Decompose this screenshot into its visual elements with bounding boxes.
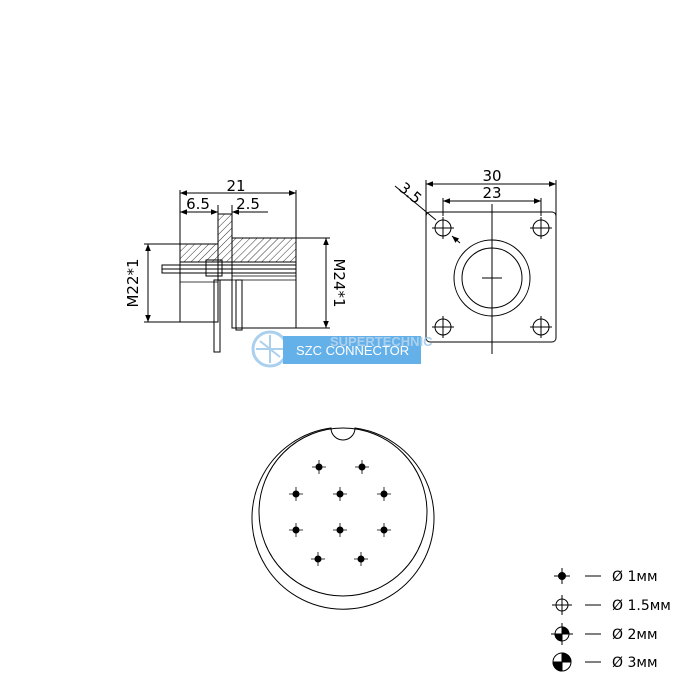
dim-b-label: 2.5 bbox=[236, 195, 260, 213]
side-view bbox=[144, 190, 330, 353]
flange-outline bbox=[425, 211, 557, 343]
pin-1mm-icon bbox=[377, 487, 391, 501]
legend-row-1_5mm bbox=[552, 595, 601, 615]
solder-tail bbox=[213, 279, 221, 353]
insert-inner-circle bbox=[258, 427, 428, 597]
watermark-banner bbox=[283, 336, 421, 364]
dim-overall-label: 21 bbox=[226, 177, 245, 195]
hole-leader-arrow bbox=[451, 235, 461, 244]
legend-row-3mm bbox=[552, 652, 601, 672]
watermark-ghost-text: SUPERTECHNIC bbox=[330, 334, 433, 349]
pin-1mm-icon bbox=[333, 523, 347, 537]
mounting-holes bbox=[432, 217, 552, 338]
flange-view bbox=[394, 180, 557, 354]
pin-1mm-icon bbox=[355, 460, 369, 474]
hole-crosshairs bbox=[432, 217, 552, 338]
pin-1mm-icon bbox=[354, 552, 368, 566]
watermark-text: SZC CONNECTOR bbox=[296, 343, 409, 358]
dim-hole-dia-label: 3.5 bbox=[395, 179, 425, 208]
legend bbox=[551, 568, 601, 672]
thread-marks bbox=[180, 275, 296, 283]
pin-collar bbox=[205, 259, 223, 277]
solder-tail bbox=[235, 279, 243, 331]
thread-right-label: M24*1 bbox=[330, 258, 348, 307]
dim-a-label: 6.5 bbox=[186, 195, 210, 213]
legend-label-3mm: Ø 3мм bbox=[612, 655, 658, 671]
pins bbox=[289, 460, 391, 566]
dim-holes-label: 23 bbox=[482, 184, 501, 202]
flange-section-hatch bbox=[217, 213, 233, 263]
pin-1mm-icon bbox=[377, 523, 391, 537]
rear-section-hatch bbox=[179, 243, 219, 263]
dim-outer-label: 30 bbox=[482, 167, 501, 185]
watermark: SUPERTECHNIC SZC CONNECTOR bbox=[251, 330, 433, 368]
pin-1mm-icon bbox=[289, 523, 303, 537]
pin-1mm-icon bbox=[333, 487, 347, 501]
pin-1mm-icon bbox=[311, 552, 325, 566]
pin-1mm-icon bbox=[289, 487, 303, 501]
pin-1mm-icon bbox=[312, 460, 326, 474]
pin-face bbox=[251, 427, 435, 610]
hole-leader bbox=[394, 185, 437, 221]
front-section-hatch bbox=[231, 237, 297, 263]
legend-row-1mm bbox=[554, 568, 601, 584]
legend-label-1mm: Ø 1мм bbox=[612, 569, 658, 585]
legend-label-2mm: Ø 2мм bbox=[612, 627, 658, 643]
thread-left-label: M22*1 bbox=[124, 258, 142, 307]
legend-row-2mm bbox=[551, 623, 601, 645]
insert-outer-circle bbox=[251, 427, 435, 610]
legend-label-1_5mm: Ø 1.5мм bbox=[612, 598, 671, 614]
